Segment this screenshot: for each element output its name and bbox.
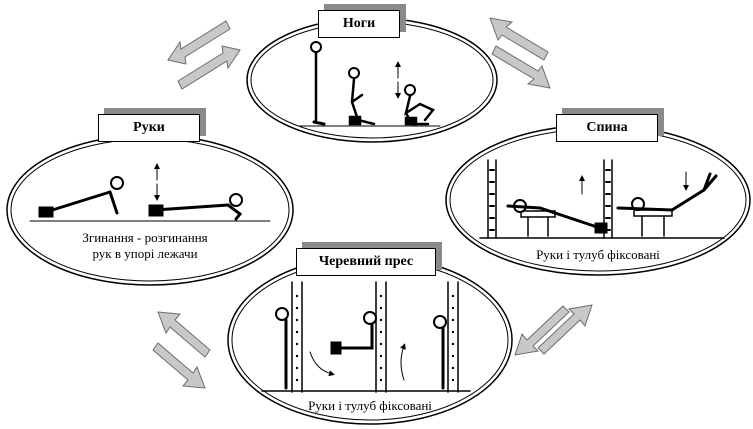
stick-figure-icon xyxy=(616,172,718,212)
stick-figure-icon xyxy=(148,193,243,221)
double-arrow-icon xyxy=(167,20,241,90)
wall-bars-icon xyxy=(447,281,459,393)
arms-caption-line2: рук в упорі лежачи xyxy=(92,246,198,261)
bench-icon xyxy=(633,209,673,237)
back-caption: Руки і тулуб фіксовані xyxy=(536,247,660,262)
stick-figure-icon xyxy=(275,307,289,390)
abs-exercise-figures xyxy=(261,281,471,393)
double-arrow-icon xyxy=(514,304,593,356)
arms-title: Руки xyxy=(98,114,200,142)
stick-figure-icon xyxy=(330,311,377,355)
stick-figure-icon xyxy=(506,199,608,234)
double-arrow-icon xyxy=(152,311,211,389)
abs-caption: Руки і тулуб фіксовані xyxy=(308,398,432,413)
stick-figure-icon xyxy=(433,315,447,390)
wall-bars-icon xyxy=(375,281,387,393)
wall-bars-icon xyxy=(603,159,613,239)
back-exercise-figures xyxy=(479,159,725,239)
stick-figure-icon xyxy=(38,176,124,218)
arms-exercise-figures xyxy=(29,163,271,222)
wall-bars-icon xyxy=(487,159,497,239)
stick-figure-icon xyxy=(348,67,376,126)
bench-icon xyxy=(520,210,556,237)
stick-figure-icon xyxy=(404,84,435,126)
arms-caption-line1: Згинання - розгинання xyxy=(82,230,208,245)
double-arrow-icon xyxy=(489,17,551,89)
wall-bars-icon xyxy=(291,281,303,393)
curved-arrow-icon xyxy=(309,351,335,377)
abs-title: Черевний прес xyxy=(296,248,436,276)
stick-figure-icon xyxy=(310,41,326,126)
back-title: Спина xyxy=(556,114,658,142)
legs-title: Ноги xyxy=(318,10,400,38)
legs-exercise-figures xyxy=(299,41,441,127)
curved-arrow-icon xyxy=(400,343,406,381)
